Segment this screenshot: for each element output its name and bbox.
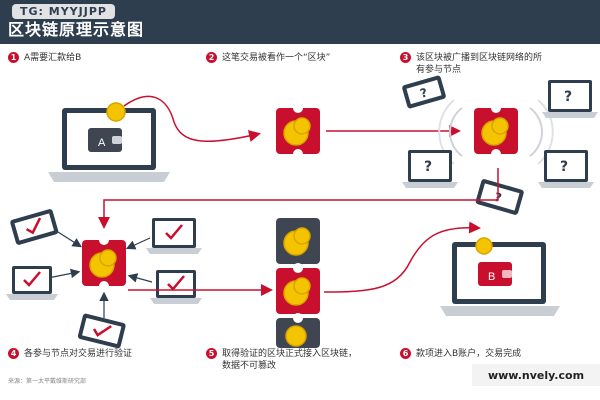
flow-arrow-5 bbox=[323, 221, 481, 293]
check-icon bbox=[25, 217, 42, 235]
flow-arrow-1 bbox=[123, 95, 261, 142]
check-icon bbox=[23, 271, 41, 287]
step-3: 3 该区块被广播到区块链网络的所 有参与节点 bbox=[400, 52, 542, 76]
page-title: 区块链原理示意图 bbox=[8, 20, 145, 39]
laptop-a-icon: A bbox=[48, 102, 170, 182]
validation-arrows bbox=[47, 231, 153, 318]
coin-icon bbox=[475, 237, 493, 255]
step-text: 各参与节点对交易进行验证 bbox=[24, 349, 133, 359]
block-icon bbox=[276, 103, 320, 159]
step-text: 款项进入B账户，交易完成 bbox=[416, 349, 522, 359]
step-text: A需要汇款给B bbox=[24, 53, 82, 63]
validator-tablet-topleft-icon bbox=[10, 209, 59, 245]
step-4: 4 各参与节点对交易进行验证 bbox=[8, 348, 132, 360]
wallet-b-icon: B bbox=[478, 262, 512, 286]
step-6: 6 款项进入B账户，交易完成 bbox=[400, 348, 521, 360]
step-number: 6 bbox=[400, 348, 411, 359]
step-text: 取得验证的区块正式接入区块链， 数据不可篡改 bbox=[222, 349, 358, 371]
validator-laptop-topright-icon bbox=[146, 218, 202, 254]
node-laptop-right-icon: ? bbox=[538, 150, 594, 188]
wallet-b-label: B bbox=[488, 271, 495, 283]
node-question-label: ? bbox=[419, 85, 430, 100]
top-watermark: TG: MYYJJPP bbox=[12, 4, 115, 19]
source-note: 来源：第一太平戴维斯研究部 bbox=[8, 378, 87, 385]
node-tablet-topleft-icon: ? bbox=[402, 75, 446, 109]
laptop-b-icon: B bbox=[440, 237, 560, 316]
node-question-label: ? bbox=[564, 89, 572, 105]
bottom-watermark: www.nvely.com bbox=[472, 364, 600, 386]
validator-laptop-left-icon bbox=[6, 266, 58, 300]
step-number: 3 bbox=[400, 52, 411, 63]
broadcast-block-icon bbox=[438, 99, 554, 165]
flow-arrow-3 bbox=[98, 168, 499, 229]
blockchain-stack-icon bbox=[276, 218, 320, 348]
validation-block-icon bbox=[82, 235, 126, 291]
node-question-label: ? bbox=[424, 159, 432, 175]
check-icon bbox=[165, 224, 183, 240]
step-number: 5 bbox=[206, 348, 217, 359]
step-2: 2 这笔交易被看作一个“区块” bbox=[206, 52, 330, 64]
node-tablet-bottom-icon: ? bbox=[475, 179, 524, 215]
validator-tablet-bottom-icon bbox=[77, 313, 126, 349]
node-laptop-left-icon: ? bbox=[402, 150, 458, 188]
step-number: 4 bbox=[8, 348, 19, 359]
header-bar: TG: MYYJJPP 区块链原理示意图 bbox=[0, 0, 600, 44]
wallet-a-label: A bbox=[98, 137, 106, 149]
node-question-label: ? bbox=[560, 159, 568, 175]
validator-laptop-right-icon bbox=[150, 270, 202, 304]
wallet-a-icon: A bbox=[88, 128, 122, 152]
step-number: 1 bbox=[8, 52, 19, 63]
coin-icon bbox=[106, 102, 126, 122]
check-icon bbox=[167, 275, 185, 291]
step-text: 该区块被广播到区块链网络的所 有参与节点 bbox=[416, 53, 543, 75]
step-5: 5 取得验证的区块正式接入区块链， 数据不可篡改 bbox=[206, 348, 357, 372]
step-text: 这笔交易被看作一个“区块” bbox=[222, 53, 331, 63]
step-number: 2 bbox=[206, 52, 217, 63]
check-icon bbox=[92, 325, 112, 337]
step-1: 1 A需要汇款给B bbox=[8, 52, 81, 64]
node-laptop-topright-icon: ? bbox=[542, 80, 598, 118]
